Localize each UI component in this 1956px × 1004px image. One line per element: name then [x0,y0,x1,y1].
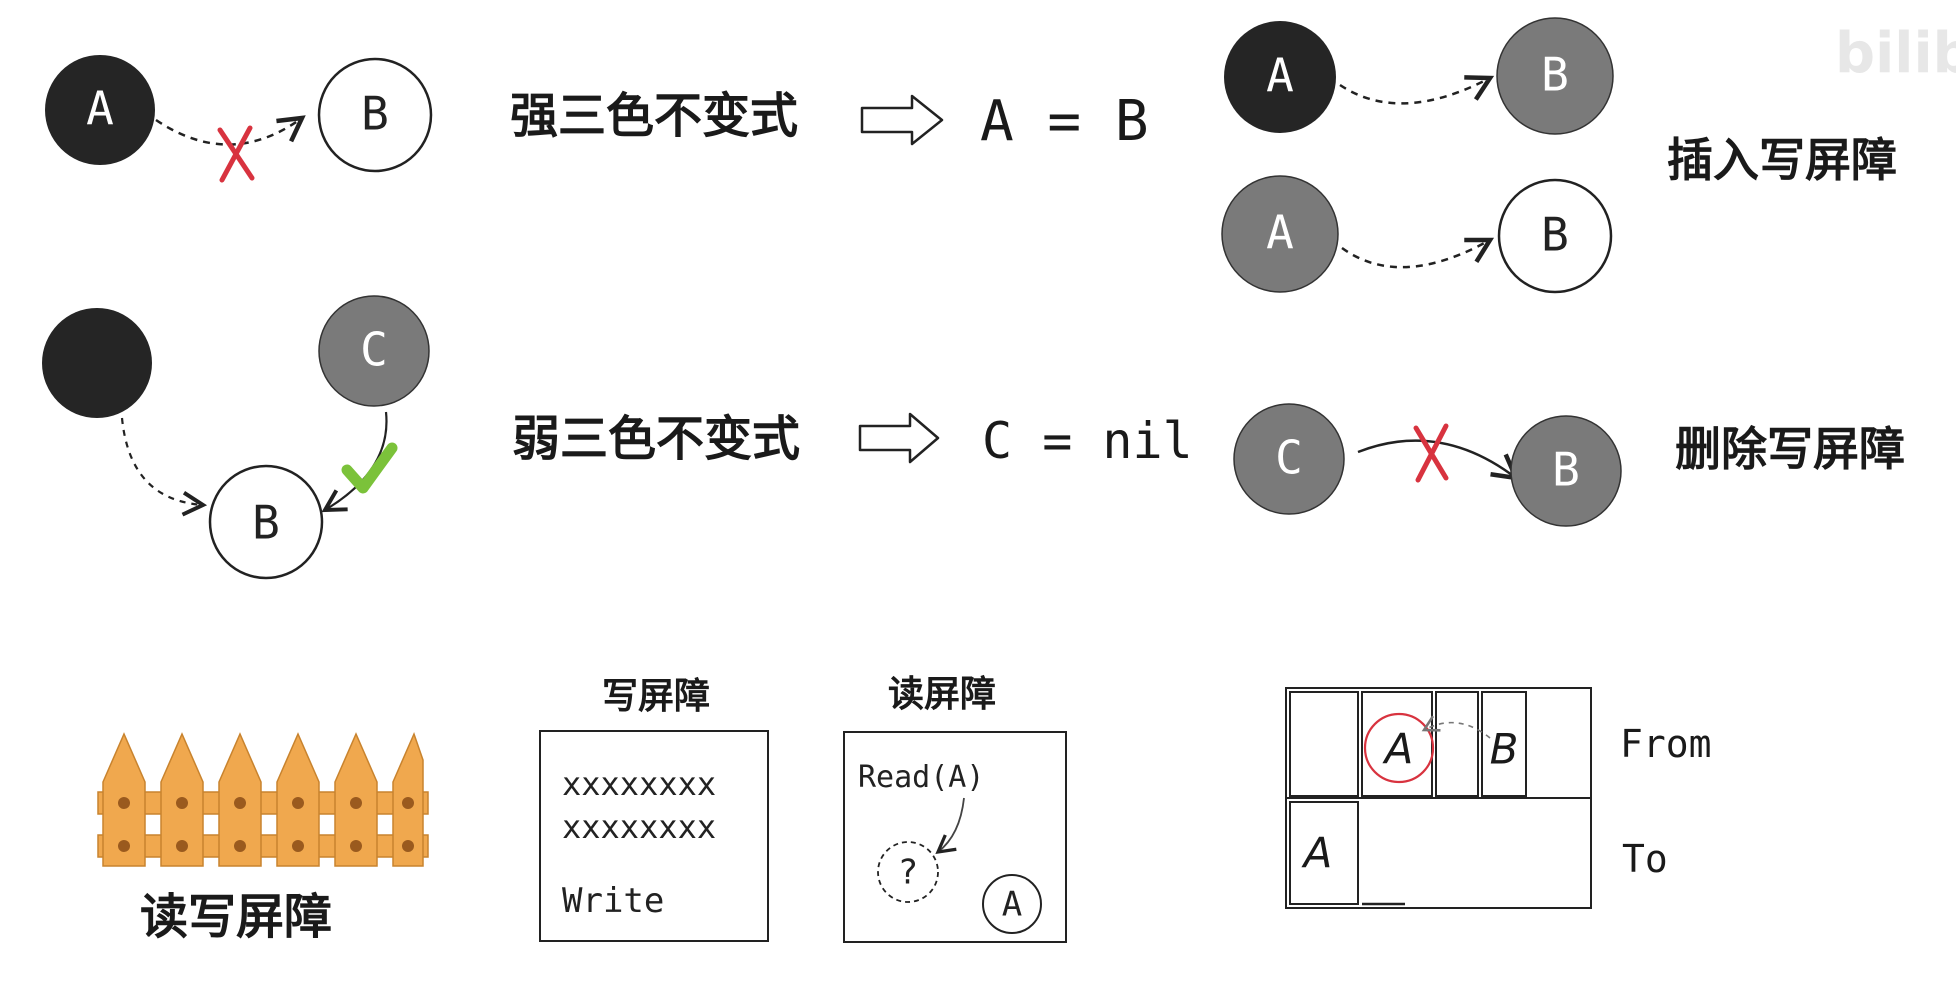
node-a-label: A [86,82,114,136]
node-a-label: A [1266,206,1294,260]
node-black [42,308,152,418]
memory-regions: A B A [1285,687,1592,909]
green-check-icon [341,442,398,494]
read-barrier-box: Read(A) ? A [843,731,1067,943]
delete-barrier-label: 删除写屏障 [1675,422,1905,476]
node-a-grey: A [1221,175,1339,293]
node-c-label: C [360,323,388,377]
read-barrier-title: 读屏障 [888,673,996,715]
strong-invariant-formula: A = B [980,89,1149,154]
node-a-black: A [45,55,155,165]
unknown-mark: ? [898,853,918,893]
copy-arrow [1421,715,1491,739]
from-cell-a-label: A [1382,725,1414,774]
node-b-white: B [1497,178,1613,294]
hollow-arrow-icon [860,94,944,146]
red-cross-icon [1413,423,1449,483]
dashed-edge-grey-to-white [1341,237,1495,269]
insert-barrier-row2: A B [1221,175,1613,294]
node-b-label: B [1552,443,1580,497]
node-c-label: C [1275,431,1303,485]
weak-invariant-formula: C = nil [982,412,1193,470]
read-arrow [935,797,965,855]
node-a-label: A [1266,49,1294,103]
from-cell-b-label: B [1490,725,1519,774]
watermark: bilibili [1835,21,1956,86]
node-b-label: B [1541,208,1569,262]
node-a-black: A [1224,21,1336,133]
weak-invariant-diagram: C B [42,295,430,580]
write-box-footer: Write [562,881,664,921]
from-cell-gap [1435,691,1479,797]
fence-icon [97,731,429,867]
write-box-line-1: xxxxxxxx [562,765,716,803]
delete-barrier-diagram: C B [1233,403,1622,527]
fence-label: 读写屏障 [140,889,332,945]
hollow-arrow-icon [858,412,940,464]
strong-invariant-label: 强三色不变式 [510,88,798,144]
to-cell-a-label: A [1301,829,1333,878]
unknown-dashed-circle: ? [877,841,939,903]
write-barrier-box: xxxxxxxx xxxxxxxx Write [539,730,769,942]
watermark-text: bilibili [1835,21,1956,86]
result-circle: A [982,874,1042,934]
insert-barrier-label: 插入写屏障 [1667,133,1897,187]
from-cell-empty [1289,691,1359,797]
highlight-circle [1363,712,1435,784]
from-region-label: From [1620,722,1712,766]
to-region-label: To [1622,837,1668,881]
node-b-white: B [208,464,324,580]
result-label: A [1002,885,1022,925]
write-box-line-2: xxxxxxxx [562,808,716,846]
node-b-label: B [361,87,389,141]
node-b-white: B [317,57,433,173]
node-c-grey: C [318,295,430,407]
write-barrier-title: 写屏障 [602,675,710,717]
insert-barrier-row1: A B [1224,17,1614,135]
from-cell-b [1481,691,1527,797]
node-b-label: B [252,496,280,550]
read-box-call: Read(A) [858,760,984,795]
dashed-edge-black-to-grey [1339,75,1495,105]
node-b-label: B [1541,48,1569,102]
weak-invariant-label: 弱三色不变式 [512,411,800,467]
to-cell-a [1289,801,1359,905]
strong-invariant-diagram: A B [45,55,433,183]
red-cross-icon [217,125,255,183]
dashed-edge-black-to-b [120,417,208,517]
node-c-grey: C [1233,403,1345,515]
node-b-grey: B [1510,415,1622,527]
node-b-grey: B [1496,17,1614,135]
